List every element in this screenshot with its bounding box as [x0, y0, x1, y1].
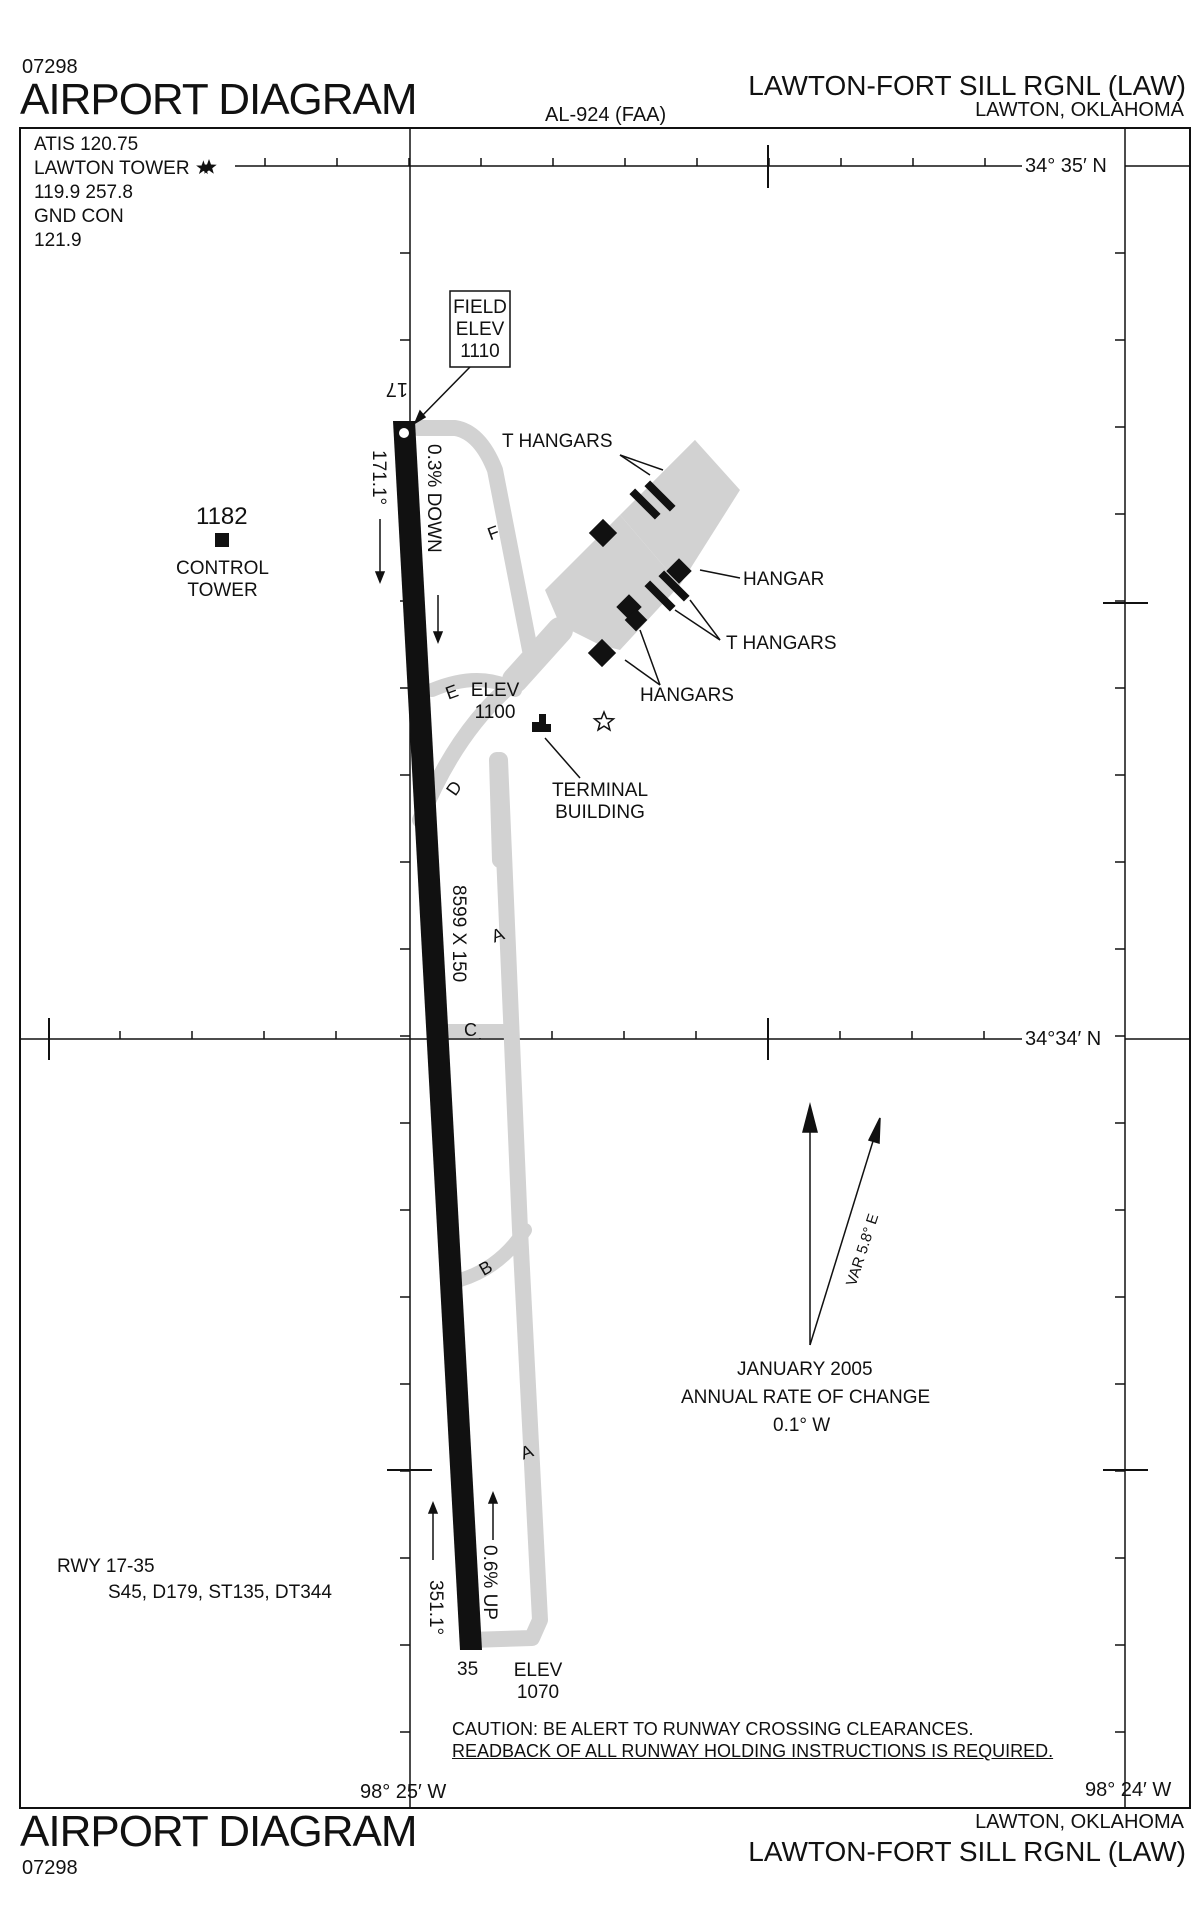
footer-title: AIRPORT DIAGRAM: [20, 1807, 418, 1856]
hangar-a: [588, 518, 618, 548]
runway-dimensions: 8599 X 150: [448, 885, 469, 983]
footer-chart-number: 07298: [22, 1857, 78, 1879]
footer-city-state: LAWTON, OKLAHOMA: [975, 1811, 1184, 1833]
variation-date: JANUARY 2005: [737, 1359, 873, 1380]
tower-elevation: 1182: [196, 503, 248, 530]
lon-left-label: 98° 25′ W: [360, 1781, 447, 1803]
page-title: AIRPORT DIAGRAM: [20, 75, 418, 124]
runway-info-label: RWY 17-35: [57, 1556, 155, 1577]
hangar-label: HANGAR: [743, 569, 825, 590]
hangars-label: HANGARS: [640, 685, 734, 706]
t-hangar-right-1: [644, 580, 676, 612]
control-tower-symbol: [215, 533, 229, 547]
field-elev-box: [449, 290, 511, 368]
runway-slope-north: 0.3% DOWN: [423, 444, 444, 553]
lon-right-label: 98° 24′ W: [1085, 1779, 1172, 1801]
taxiway-c-label: C: [464, 1020, 477, 1040]
apron: [545, 440, 740, 650]
t-hangar-right-2: [658, 570, 690, 602]
hangar-d: [624, 608, 648, 632]
t-hangar-top-1: [629, 488, 661, 520]
t-hangars-right-label: T HANGARS: [726, 633, 837, 654]
t-hangar-top-2: [644, 480, 676, 512]
chart-id: AL-924 (FAA): [545, 104, 667, 126]
tower-frequencies: 119.9 257.8: [34, 182, 133, 203]
hangar-b: [666, 558, 692, 584]
caution-line-2: READBACK OF ALL RUNWAY HOLDING INSTRUCTI…: [452, 1741, 1054, 1761]
lat-top-label: 34° 35′ N: [1025, 155, 1107, 177]
tower-star-icon: [201, 159, 217, 174]
airport-name: LAWTON-FORT SILL RGNL (LAW): [748, 70, 1186, 101]
hangar-e: [587, 638, 617, 668]
runway-heading-north: 171.1°: [368, 450, 389, 506]
ground-label: GND CON: [34, 206, 124, 227]
chart-number: 07298: [22, 56, 78, 78]
lat-mid-label: 34°34′ N: [1025, 1028, 1102, 1050]
beacon-icon: [592, 709, 616, 732]
runway-end-17: 17: [385, 378, 408, 400]
city-state: LAWTON, OKLAHOMA: [975, 99, 1184, 121]
apron-link: [502, 617, 573, 693]
t-hangars-top-label: T HANGARS: [502, 431, 613, 452]
diagram-frame: [19, 127, 1191, 1809]
runway-end-35: 35: [457, 1659, 479, 1680]
tower-label: LAWTON TOWER ★: [34, 158, 212, 179]
atis-frequency: ATIS 120.75: [34, 134, 139, 155]
ground-frequency: 121.9: [34, 230, 82, 251]
runway-slope-south: 0.6% UP: [479, 1545, 500, 1620]
magnetic-variation-arrows: [802, 1102, 881, 1346]
taxiway-f: [410, 420, 538, 658]
buildings: [215, 480, 692, 732]
taxiway-a: [462, 752, 548, 1648]
annual-rate-value: 0.1° W: [773, 1415, 831, 1436]
taxiway-b: [453, 1223, 532, 1287]
footer-airport-name: LAWTON-FORT SILL RGNL (LAW): [748, 1836, 1186, 1867]
caution-line-1: CAUTION: BE ALERT TO RUNWAY CROSSING CLE…: [452, 1719, 974, 1739]
annual-rate-label: ANNUAL RATE OF CHANGE: [681, 1387, 931, 1408]
runway-17-35: [393, 421, 482, 1650]
runway-heading-south: 351.1°: [425, 1580, 446, 1636]
runway-strength: S45, D179, ST135, DT344: [108, 1582, 332, 1603]
